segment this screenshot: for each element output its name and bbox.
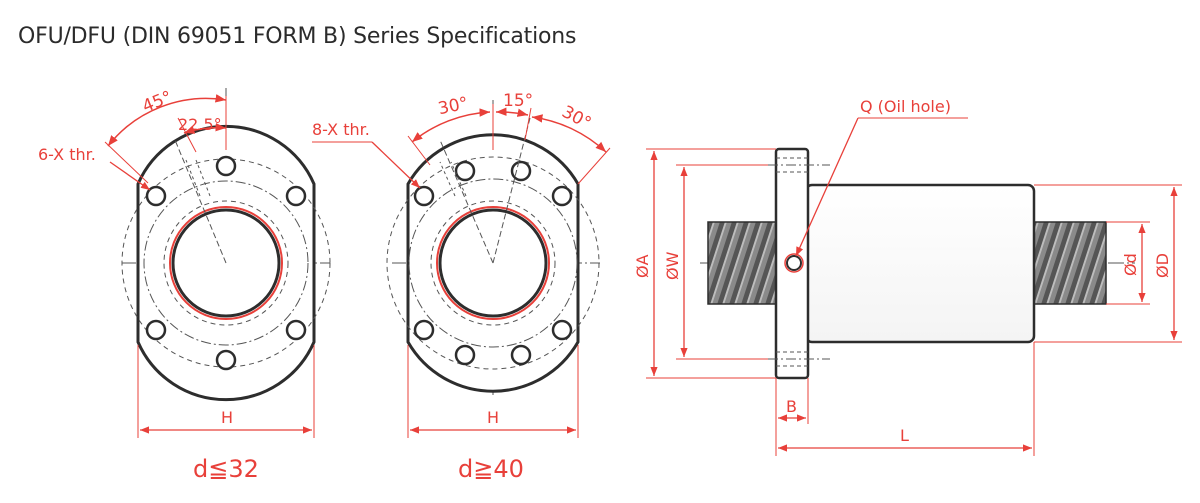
- side-view: Q (Oil hole) ØA ØW Ød ØD B L: [633, 97, 1182, 456]
- thread-label-8: 8-X thr.: [312, 120, 370, 139]
- oil-hole: [786, 255, 802, 271]
- dia-w-label: ØW: [663, 251, 682, 280]
- width-h-label-1: H: [221, 408, 233, 427]
- page-title: OFU/DFU (DIN 69051 FORM B) Series Specif…: [18, 24, 577, 49]
- bolt-holes: [413, 160, 573, 366]
- dia-a-label: ØA: [633, 254, 652, 278]
- angle-30-right-label: 30°: [558, 102, 594, 134]
- thread-label-6: 6-X thr.: [38, 145, 96, 164]
- front-view-8-hole: 30° 15° 30° 8-X thr. H d≧40: [312, 91, 611, 483]
- front-view-6-hole: 45° 22.5° 6-X thr. H d≦32: [38, 87, 331, 483]
- screw-thread-right: [1033, 221, 1107, 305]
- bolt-holes: [145, 155, 307, 371]
- dia-small-d-label: Ød: [1121, 253, 1140, 276]
- length-l-label: L: [900, 426, 909, 445]
- angle-45-label: 45°: [140, 87, 175, 117]
- condition-label-1: d≦32: [193, 455, 259, 483]
- dia-big-d-label: ØD: [1153, 253, 1172, 278]
- oil-hole-label: Q (Oil hole): [860, 97, 951, 116]
- screw-thread-left: [707, 221, 777, 305]
- nut-body: [804, 183, 1036, 344]
- angle-15-label: 15°: [503, 91, 533, 111]
- angle-22-5-label: 22.5°: [178, 115, 222, 134]
- width-h-label-2: H: [487, 408, 499, 427]
- flange-b-label: B: [786, 397, 797, 416]
- condition-label-2: d≧40: [458, 455, 524, 483]
